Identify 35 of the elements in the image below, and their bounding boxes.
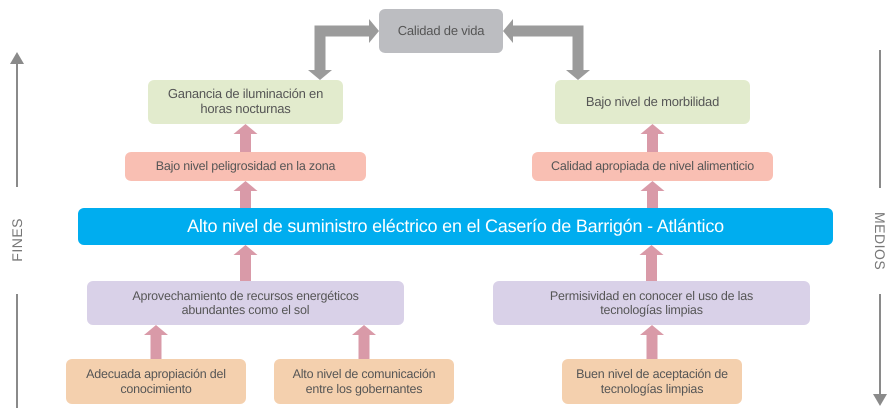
arrow (640, 124, 664, 152)
arrow (308, 19, 379, 80)
node-box (555, 80, 750, 124)
node-box (274, 359, 454, 404)
arrow (352, 325, 376, 359)
arrow (640, 181, 664, 208)
arrow (503, 19, 590, 80)
node-text: Permisividad en conocer el uso de las tecnologías limpias (548, 288, 754, 318)
axis-label: MEDIOS (872, 212, 888, 270)
arrow (234, 181, 258, 208)
node-text: Adecuada apropiación del conocimiento (85, 367, 227, 396)
node-text: Bajo nivel peligrosidad en la zona (156, 159, 336, 174)
node-box (87, 281, 404, 325)
node-box (532, 152, 773, 181)
node-text: Bajo nivel de morbilidad (586, 94, 720, 110)
node-box (66, 359, 246, 404)
node-box (493, 281, 810, 325)
node-text: Calidad de vida (398, 24, 484, 38)
node-text: Calidad apropiada de nivel alimenticio (551, 159, 754, 174)
node-text: Alto nivel de suministro eléctrico en el Caserío de Barrigón - Atlántico (187, 216, 724, 237)
arrow (234, 124, 258, 152)
node-text: Buen nivel de aceptación de tecnologías limpias (575, 367, 729, 396)
arrow (144, 325, 168, 359)
node-box (148, 80, 343, 124)
node-box (125, 152, 366, 181)
arrow (234, 245, 258, 281)
arrow (640, 325, 664, 359)
node-text: Aprovechamiento de recursos energéticos abundantes como el sol (131, 288, 360, 318)
arrow (640, 245, 664, 281)
node-box (78, 208, 833, 245)
node-text: Alto nivel de comunicación entre los gobernantes (292, 367, 436, 396)
node-box (379, 9, 503, 53)
axis-label: FINES (9, 218, 25, 262)
node-text: Ganancia de iluminación en horas nocturnas (166, 87, 324, 117)
node-box (562, 359, 742, 404)
